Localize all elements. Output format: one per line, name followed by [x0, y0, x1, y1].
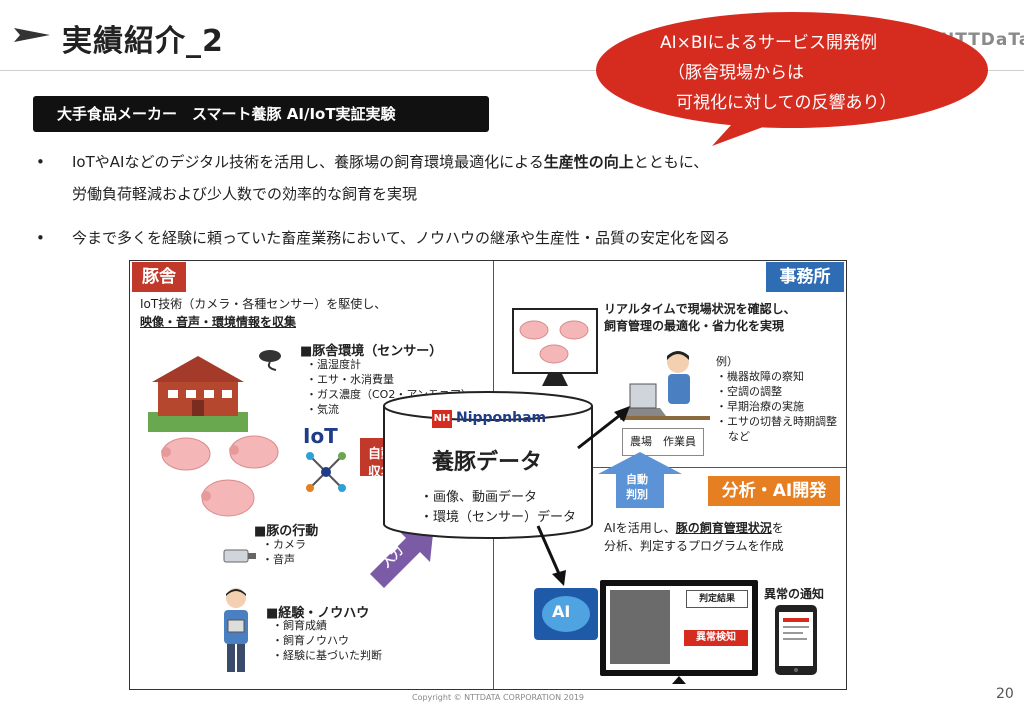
ai-brain-icon — [534, 588, 598, 640]
diagram-frame — [129, 260, 847, 690]
bullet-1-bold: 生産性の向上 — [543, 153, 634, 171]
bullet-1-line-2: 労働負荷軽減および少人数での効率的な飼育を実現 — [72, 185, 418, 203]
anomaly-badge: 異常検知 — [684, 630, 748, 646]
behavior-item: ・音声 — [262, 553, 295, 566]
input-arrow — [370, 524, 434, 588]
auto-judge-arrow — [598, 452, 682, 508]
office-desc-1: リアルタイムで現場状況を確認し、 — [604, 302, 796, 316]
monitor-stand-icon — [672, 676, 686, 684]
page-number: 20 — [996, 686, 1014, 702]
env-item: ・気流 — [306, 403, 339, 416]
result-title: 判定結果 — [686, 590, 748, 608]
camera-icon — [223, 549, 256, 563]
pigs-icon — [161, 435, 279, 517]
knowhow-list: ・飼育成績 ・飼育ノウハウ ・経験に基づいた判断 — [272, 618, 382, 663]
behavior-title: ■豚の行動 — [254, 524, 319, 539]
knowhow-item: ・飼育成績 — [272, 619, 327, 632]
phone-notification-icon — [775, 605, 817, 675]
example-item: ・早期治療の実施 — [716, 400, 804, 413]
bubble-text: AI×BIによるサービス開発例 （豚舎現場からは 可視化に対しての反響あり） — [640, 28, 960, 118]
auto-judge-line: 自動 — [626, 473, 648, 486]
worker-tablet-icon — [224, 588, 248, 672]
bubble-line-1: AI×BIによるサービス開発例 — [660, 33, 878, 53]
header-divider — [0, 70, 1024, 71]
example-item: ・エサの切替え時期調整 — [716, 415, 837, 428]
title-arrow-icon — [14, 28, 50, 42]
analysis-desc-pre: AIを活用し、 — [604, 521, 676, 535]
office-desc-2: 飼育管理の最適化・省力化を実現 — [604, 319, 785, 333]
bullet-1-end: とともに、 — [633, 153, 709, 171]
bullet-1: • IoTやAIなどのデジタル技術を活用し、養豚場の飼育環境最適化による生産性の… — [36, 149, 709, 175]
monitor-pigs-icon — [512, 308, 598, 386]
auto-judge-label: 自動 判別 — [626, 472, 648, 502]
sensor-icon — [259, 350, 281, 371]
db-to-office-arrow — [577, 406, 630, 450]
example-item: ・機器故障の察知 — [716, 370, 804, 383]
barn-intro-1: IoT技術（カメラ・各種センサー）を駆使し、 — [140, 297, 387, 311]
copyright: Copyright © NTTDATA CORPORATION 2019 — [412, 693, 585, 702]
behavior-item: ・カメラ — [262, 538, 306, 551]
database-items: ・画像、動画データ ・環境（センサー）データ — [420, 488, 576, 528]
worker-label: 農場 作業員 — [622, 428, 704, 456]
analysis-desc-2: 分析、判定するプログラムを作成 — [604, 539, 784, 553]
bubble-line-3: 可視化に対しての反響あり） — [676, 93, 897, 113]
bullet-2: • 今まで多くを経験に頼っていた畜産業務において、ノウハウの継承や生産性・品質の… — [36, 225, 731, 251]
analysis-desc-1: AIを活用し、豚の飼育管理状況を — [604, 520, 784, 537]
barn-tag: 豚舎 — [132, 262, 186, 292]
bullet-1-text: IoTやAIなどのデジタル技術を活用し、養豚場の飼育環境最適化による — [72, 153, 544, 171]
example-item: など — [728, 430, 750, 443]
database-item: ・画像、動画データ — [420, 490, 538, 505]
office-worker-icon — [620, 351, 710, 420]
example-item: ・空調の調整 — [716, 385, 782, 398]
knowhow-item: ・経験に基づいた判断 — [272, 649, 382, 662]
iot-network-icon — [306, 452, 346, 492]
bullet-dot: • — [36, 229, 45, 247]
camera-grid-thumbnail — [610, 590, 670, 664]
analysis-desc-post: を — [771, 521, 784, 535]
db-to-ai-arrow — [536, 525, 566, 586]
barn-intro-2: 映像・音声・環境情報を収集 — [140, 315, 297, 329]
bullet-2-text: 今まで多くを経験に頼っていた畜産業務において、ノウハウの継承や生産性・品質の安定… — [72, 229, 731, 247]
office-tag: 事務所 — [766, 262, 844, 292]
behavior-list: ・カメラ ・音声 — [262, 537, 306, 567]
speech-bubble — [596, 12, 988, 146]
analysis-desc-bold: 豚の飼育管理状況 — [675, 521, 772, 535]
bullet-dot: • — [36, 153, 45, 171]
env-title: ■豚舎環境（センサー） — [300, 344, 443, 359]
database-title: 養豚データ — [432, 450, 543, 475]
env-item: ・エサ・水消費量 — [306, 373, 394, 386]
knowhow-item: ・飼育ノウハウ — [272, 634, 349, 647]
nipponham-mark: NH — [432, 410, 452, 428]
env-item: ・温湿度計 — [306, 358, 361, 371]
diagram-divider-horizontal — [494, 467, 846, 468]
office-example-list: 例） ・機器故障の察知 ・空調の調整 ・早期治療の実施 ・エサの切替え時期調整 … — [716, 354, 837, 444]
analysis-tag: 分析・AI開発 — [708, 476, 840, 506]
barn-building-icon — [148, 356, 248, 432]
knowhow-title: ■経験・ノウハウ — [266, 606, 370, 621]
ai-label: AI — [552, 602, 571, 621]
bubble-line-2: （豚舎現場からは — [668, 63, 804, 83]
database-item: ・環境（センサー）データ — [420, 510, 577, 525]
page-title: 実績紹介_2 — [62, 24, 224, 59]
example-title: 例） — [716, 355, 738, 368]
iot-label: IoT — [303, 424, 338, 448]
nipponham-brand: Nipponham — [456, 410, 547, 426]
notify-label: 異常の通知 — [764, 587, 825, 601]
section-banner: 大手食品メーカー スマート養豚 AI/IoT実証実験 — [33, 96, 489, 132]
auto-judge-line: 判別 — [626, 488, 648, 501]
